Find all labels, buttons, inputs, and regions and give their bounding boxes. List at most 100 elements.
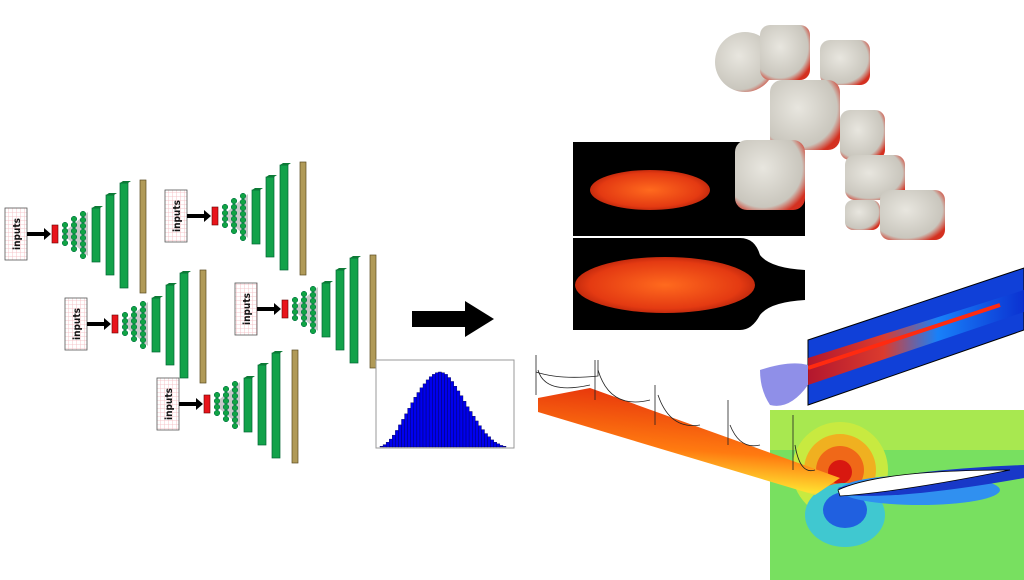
neuron bbox=[230, 221, 238, 229]
pressure-curves bbox=[535, 355, 816, 472]
histogram-bar bbox=[382, 444, 387, 448]
neuron bbox=[291, 296, 299, 304]
inputs-box: inputs bbox=[164, 189, 188, 243]
neuron bbox=[61, 233, 69, 241]
neuron bbox=[139, 336, 147, 344]
histogram-bar bbox=[493, 442, 497, 448]
neuron bbox=[121, 311, 129, 319]
histogram-bar bbox=[410, 402, 415, 448]
dense-layer bbox=[271, 352, 281, 459]
neuron bbox=[61, 239, 69, 247]
inputs-label: inputs bbox=[242, 293, 253, 325]
dense-layer bbox=[179, 272, 189, 379]
neuron bbox=[239, 228, 247, 236]
neural-network: inputs bbox=[4, 179, 147, 294]
histogram-bar bbox=[416, 392, 421, 448]
neuron bbox=[230, 203, 238, 211]
neuron bbox=[291, 302, 299, 310]
neural-network: inputs bbox=[234, 254, 377, 369]
histogram-bar bbox=[422, 383, 427, 448]
robot-simulation-image bbox=[715, 25, 945, 240]
neuron bbox=[61, 221, 69, 229]
input-layer bbox=[203, 394, 211, 414]
neuron bbox=[221, 215, 229, 223]
histogram-bar bbox=[462, 401, 467, 448]
inputs-box: inputs bbox=[64, 297, 88, 351]
neuron bbox=[121, 329, 129, 337]
neuron bbox=[121, 323, 129, 331]
neuron bbox=[79, 246, 87, 254]
histogram-bar bbox=[450, 381, 454, 448]
neuron bbox=[231, 410, 239, 418]
neuron bbox=[139, 312, 147, 320]
neuron bbox=[239, 222, 247, 230]
neuron bbox=[300, 314, 308, 322]
histogram-bar bbox=[502, 446, 507, 448]
histogram-bar bbox=[459, 395, 464, 448]
arrow-icon bbox=[87, 318, 111, 330]
neuron bbox=[239, 234, 247, 242]
neuron bbox=[300, 290, 308, 298]
neural-network: inputs bbox=[156, 349, 299, 464]
neuron bbox=[291, 314, 299, 322]
histogram-bar bbox=[432, 374, 436, 448]
neuron bbox=[239, 192, 247, 200]
neuron bbox=[309, 285, 317, 293]
histogram-bar bbox=[481, 429, 485, 448]
histogram-bar bbox=[404, 413, 408, 448]
arrow-icon bbox=[27, 228, 51, 240]
histogram-bar bbox=[453, 386, 458, 448]
neuron bbox=[230, 197, 238, 205]
neuron bbox=[291, 308, 299, 316]
dense-layer bbox=[321, 282, 331, 338]
histogram-bar bbox=[484, 433, 488, 448]
neuron bbox=[230, 209, 238, 217]
neuron bbox=[139, 300, 147, 308]
neuron bbox=[221, 203, 229, 211]
neuron bbox=[79, 234, 87, 242]
histogram-bar bbox=[438, 371, 442, 448]
histogram-bar bbox=[441, 372, 445, 448]
inputs-box: inputs bbox=[234, 282, 258, 336]
histogram-bar bbox=[487, 436, 491, 448]
neuron bbox=[70, 245, 78, 253]
dense-layer bbox=[119, 182, 129, 289]
input-layer bbox=[281, 299, 289, 319]
neuron bbox=[221, 209, 229, 217]
histogram-bar bbox=[428, 376, 433, 448]
neuron bbox=[79, 222, 87, 230]
inputs-label: inputs bbox=[72, 308, 83, 340]
output-layer bbox=[291, 349, 299, 464]
neuron bbox=[61, 227, 69, 235]
neural-network: inputs bbox=[164, 161, 307, 276]
dense-layer bbox=[91, 207, 101, 263]
histogram-bar bbox=[468, 411, 473, 448]
jet-flow-simulation-image bbox=[760, 267, 1024, 406]
inputs-box: inputs bbox=[4, 207, 28, 261]
inputs-label: inputs bbox=[172, 200, 183, 232]
neuron bbox=[130, 329, 138, 337]
neuron bbox=[231, 380, 239, 388]
combustion-simulation-image bbox=[573, 142, 805, 330]
neuron bbox=[139, 318, 147, 326]
neuron bbox=[70, 221, 78, 229]
histogram-bar bbox=[478, 425, 482, 448]
neuron bbox=[130, 305, 138, 313]
neuron bbox=[222, 385, 230, 393]
neural-network: inputs bbox=[64, 269, 207, 384]
output-layer bbox=[299, 161, 307, 276]
neuron bbox=[309, 315, 317, 323]
neuron bbox=[130, 335, 138, 343]
dense-layer bbox=[257, 364, 267, 446]
neuron bbox=[239, 198, 247, 206]
input-layer bbox=[51, 224, 59, 244]
neuron bbox=[213, 397, 221, 405]
neuron bbox=[213, 409, 221, 417]
neuron bbox=[222, 397, 230, 405]
neuron bbox=[139, 342, 147, 350]
neuron bbox=[231, 392, 239, 400]
neuron bbox=[130, 311, 138, 319]
neuron bbox=[309, 309, 317, 317]
histogram-bar bbox=[379, 446, 384, 448]
